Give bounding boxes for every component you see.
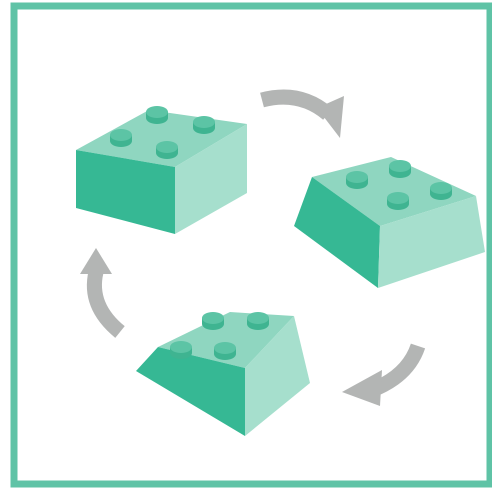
brick-top-left xyxy=(76,106,247,234)
brick-right xyxy=(294,157,485,288)
arrow-top xyxy=(262,96,344,138)
stud xyxy=(346,171,368,189)
brick-bottom xyxy=(136,312,310,436)
stud xyxy=(193,116,215,134)
stud xyxy=(170,341,192,359)
stud xyxy=(430,182,452,200)
stud xyxy=(146,106,168,124)
arrow-bottom-right xyxy=(342,346,418,406)
stud xyxy=(202,312,224,330)
arrow-left xyxy=(80,248,120,332)
stud xyxy=(156,141,178,159)
stud xyxy=(247,312,269,330)
stud xyxy=(389,160,411,178)
stud xyxy=(214,342,236,360)
stud xyxy=(387,192,409,210)
stud xyxy=(110,129,132,147)
